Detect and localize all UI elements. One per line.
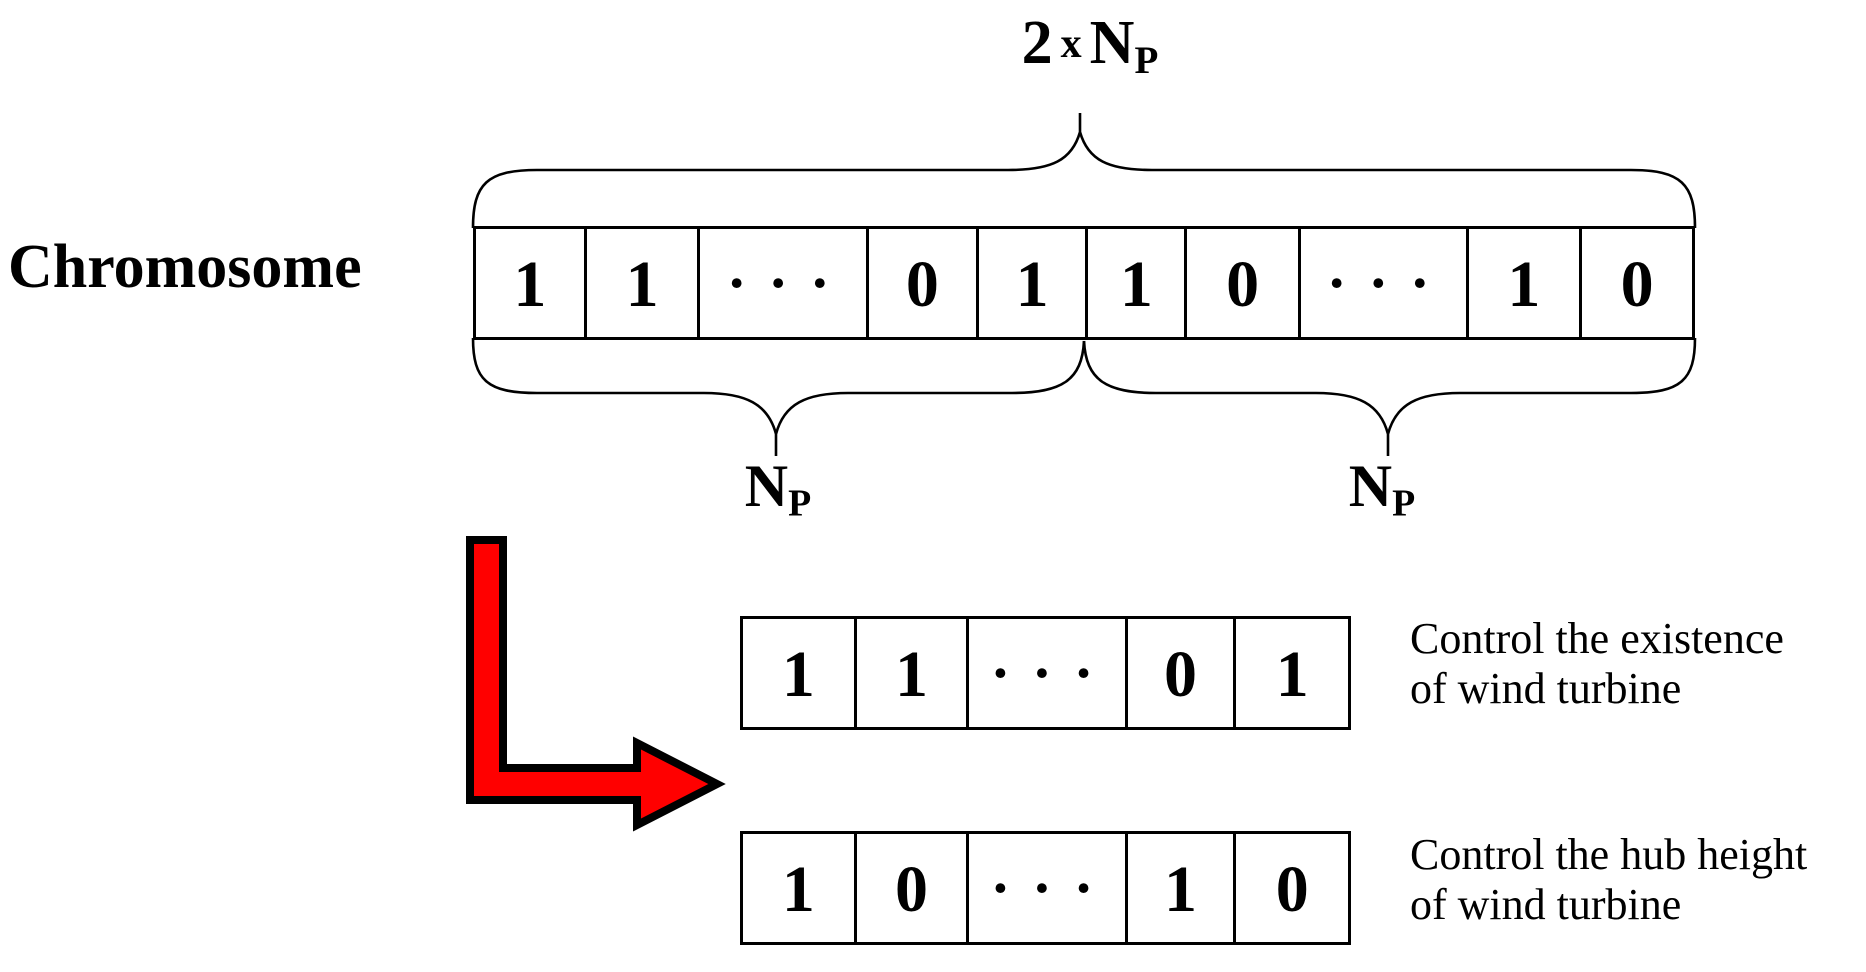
total-length-factor: 2 — [1021, 9, 1053, 77]
gene-cell: 1 — [781, 638, 815, 711]
gene-cell: 1 — [1124, 834, 1234, 942]
elbow-arrow — [466, 536, 726, 832]
gene-cell: 0 — [866, 229, 976, 337]
bottom-right-brace — [1082, 337, 1697, 456]
gene-cell: 1 — [1465, 229, 1580, 337]
gene-cell: 1 — [781, 853, 815, 926]
gene-cell: 0 — [1124, 619, 1234, 727]
np-left-symbol: N — [744, 453, 789, 519]
np-right-symbol: N — [1348, 453, 1393, 519]
np-left-label: NP — [688, 452, 868, 525]
gene-cell-ellipsis: • • • — [966, 619, 1124, 727]
np-right-label: NP — [1292, 452, 1472, 525]
gene-cell: 1 — [513, 248, 547, 321]
total-length-subscript: P — [1134, 38, 1159, 82]
gene-cell: 1 — [1233, 619, 1348, 727]
hub-caption-line1: Control the hub height — [1410, 830, 1808, 879]
gene-cell: 1 — [583, 229, 698, 337]
existence-caption-line1: Control the existence — [1410, 614, 1784, 663]
multiply-sign: x — [1060, 21, 1082, 67]
gene-cell: 1 — [975, 229, 1086, 337]
gene-cell: 0 — [1233, 834, 1348, 942]
gene-cell: 1 — [853, 619, 967, 727]
gene-cell: 0 — [853, 834, 967, 942]
bottom-left-brace — [471, 337, 1086, 456]
gene-cell-ellipsis: • • • — [1297, 229, 1466, 337]
hub-caption-line2: of wind turbine — [1410, 880, 1682, 930]
gene-cell: 1 — [1085, 229, 1184, 337]
gene-cell: 0 — [1579, 229, 1692, 337]
hub-height-caption: Control the hub height of wind turbine — [1410, 830, 1860, 930]
gene-cell-ellipsis: • • • — [966, 834, 1124, 942]
chromosome-title: Chromosome — [8, 233, 362, 301]
np-right-subscript: P — [1392, 482, 1416, 525]
gene-cell-ellipsis: • • • — [697, 229, 866, 337]
total-length-symbol: N — [1089, 9, 1135, 77]
existence-caption-line2: of wind turbine — [1410, 664, 1682, 714]
gene-cell: 0 — [1184, 229, 1298, 337]
np-left-subscript: P — [788, 482, 812, 525]
top-brace — [471, 113, 1697, 229]
existence-caption: Control the existence of wind turbine — [1410, 614, 1860, 714]
